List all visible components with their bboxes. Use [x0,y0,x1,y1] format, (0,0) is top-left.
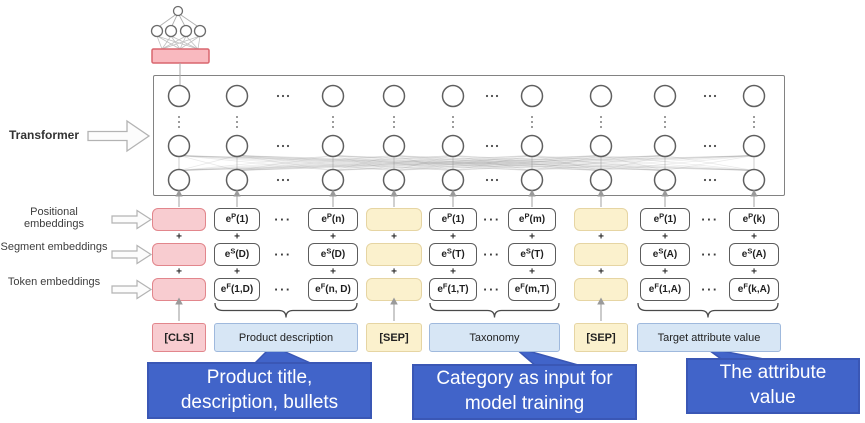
segment-arrow-icon [111,244,153,265]
input-token-sep-2: [SEP] [574,323,628,352]
segment-embeddings-label: Segment embeddings [0,241,108,253]
emb-token-ellipsis: ··· [274,281,292,297]
input-token-product-description: Product description [214,323,358,352]
input-token-taxonomy: Taxonomy [429,323,560,352]
plus-sign: + [529,266,535,278]
input-token-cls: [CLS] [152,323,206,352]
plus-sign: + [751,266,757,278]
plus-sign: + [662,266,668,278]
emb-segment-pink-cell [152,243,206,266]
token-arrow-icon [111,279,153,300]
callout-attribute: The attribute value [686,358,860,414]
plus-sign: + [450,231,456,243]
brace-attribute [637,302,779,318]
emb-positional-yellow-cell [574,208,628,231]
emb-segment-yellow-cell [574,243,628,266]
plus-sign: + [391,266,397,278]
plus-sign: + [450,266,456,278]
callout-taxonomy: Category as input for model training [412,364,637,420]
emb-token-yellow-cell [574,278,628,301]
emb-token-pink-cell [152,278,206,301]
brace-taxonomy [429,302,560,318]
emb-segment-ellipsis: ··· [701,246,719,262]
plus-sign: + [529,231,535,243]
emb-token-yellow-cell [366,278,422,301]
emb-positional-yellow-cell [366,208,422,231]
plus-sign: + [234,231,240,243]
input-token-sep-1: [SEP] [366,323,422,352]
brace-product [214,302,358,318]
emb-positional-ellipsis: ··· [274,211,292,227]
plus-sign: + [176,266,182,278]
transformer-label: Transformer [8,128,80,142]
emb-positional-ellipsis: ··· [483,211,501,227]
emb-segment-ellipsis: ··· [274,246,292,262]
plus-sign: + [330,231,336,243]
plus-sign: + [330,266,336,278]
callout-product: Product title, description, bullets [147,362,372,419]
plus-sign: + [391,231,397,243]
emb-token-ellipsis: ··· [483,281,501,297]
emb-token-ellipsis: ··· [701,281,719,297]
emb-segment-ellipsis: ··· [483,246,501,262]
plus-sign: + [598,266,604,278]
emb-segment-yellow-cell [366,243,422,266]
emb-positional-pink-cell [152,208,206,231]
emb-positional-ellipsis: ··· [701,211,719,227]
positional-arrow-icon [111,209,153,230]
plus-sign: + [598,231,604,243]
plus-sign: + [176,231,182,243]
transformer-box [153,75,785,196]
positional-embeddings-label: Positional embeddings [24,206,84,230]
plus-sign: + [662,231,668,243]
plus-sign: + [234,266,240,278]
transformer-arrow-icon [87,119,151,153]
plus-sign: + [751,231,757,243]
token-embeddings-label: Token embeddings [7,276,101,288]
input-token-target-attribute-value: Target attribute value [637,323,781,352]
